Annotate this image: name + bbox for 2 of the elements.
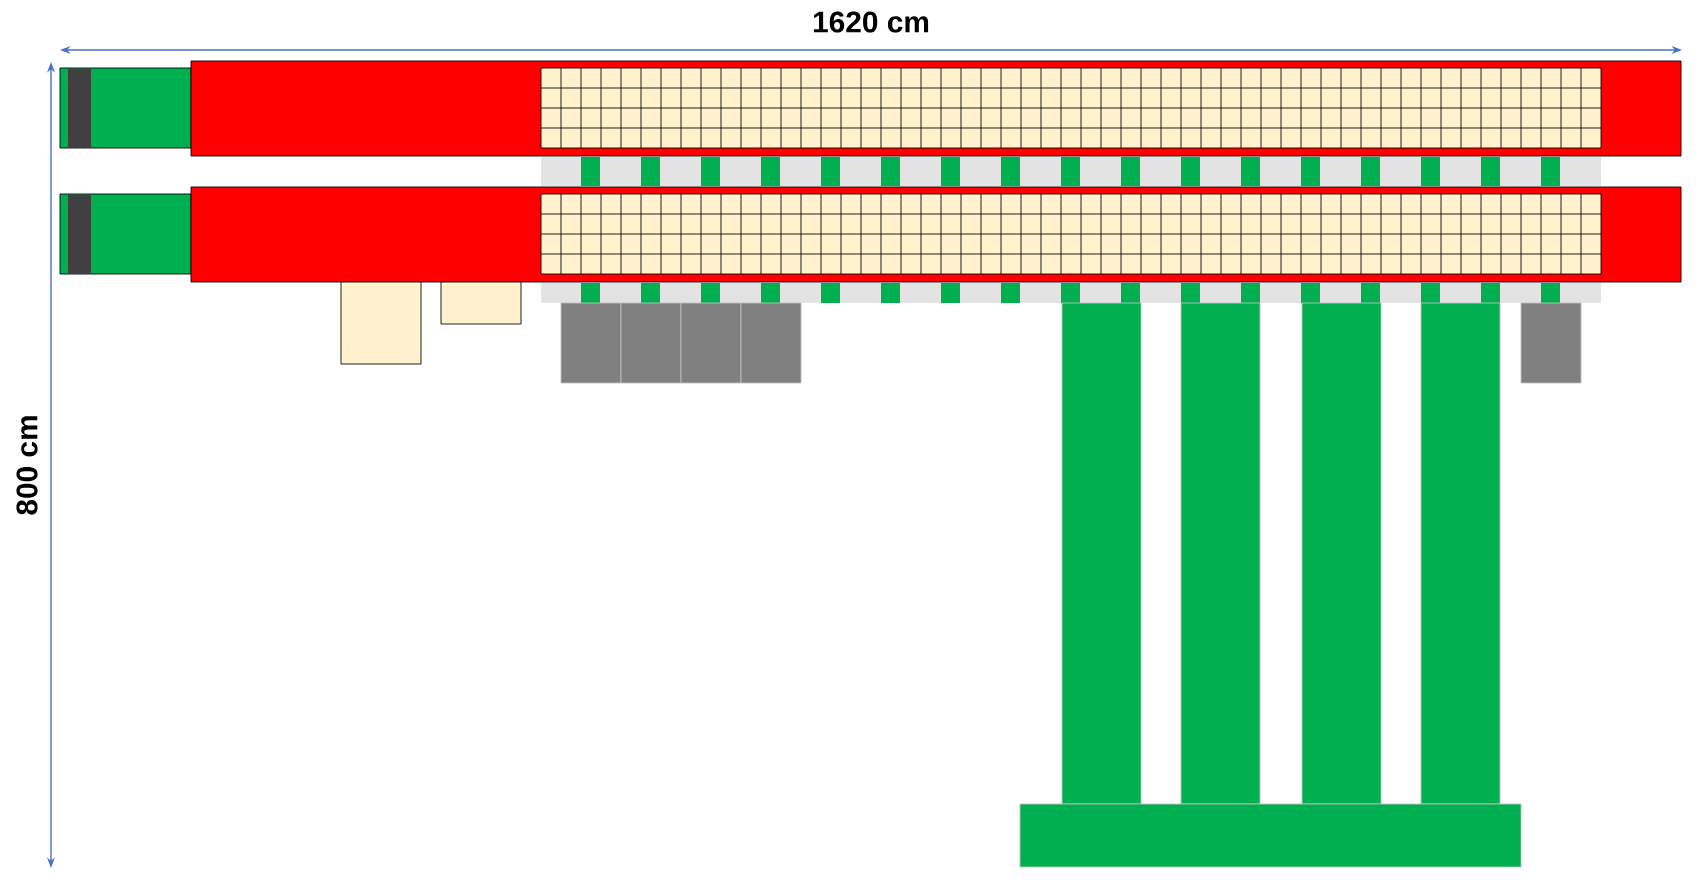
dimension-label: 800 cm [16, 416, 38, 515]
dimension-label: 1620 cm [813, 11, 929, 33]
